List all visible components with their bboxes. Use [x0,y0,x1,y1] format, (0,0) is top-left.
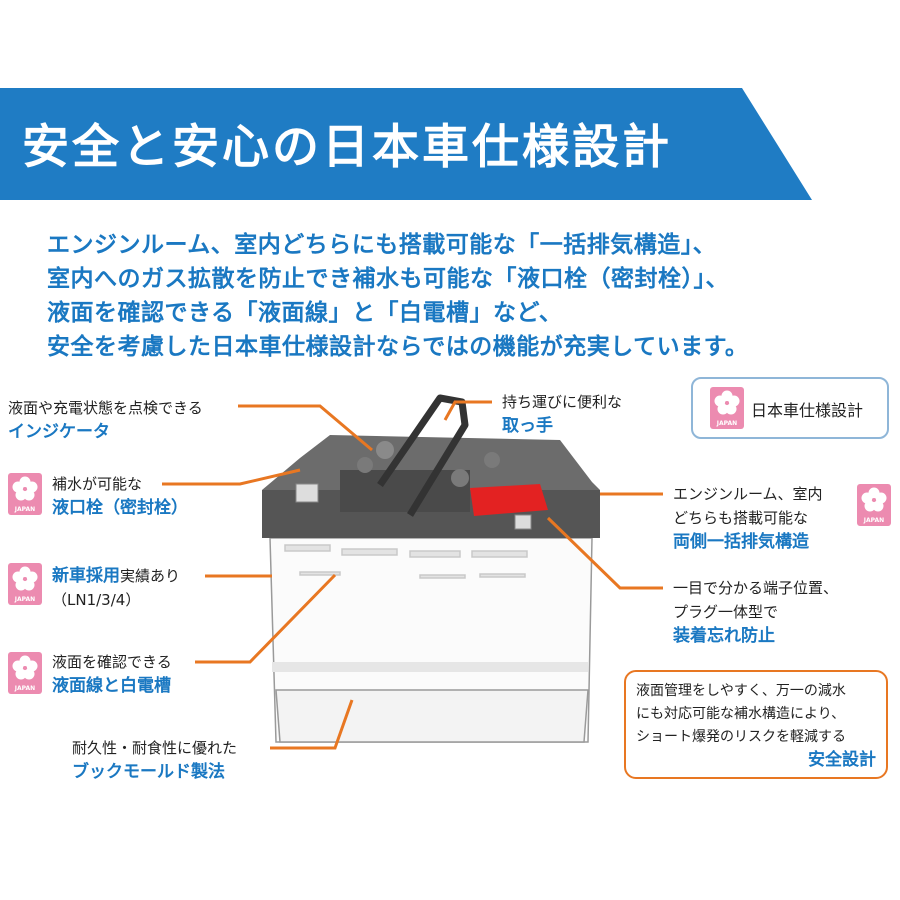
sakura-icon [12,566,38,591]
sakura-icon [12,655,38,680]
callout-sub: （LN1/3/4） [52,591,141,609]
callout-text: 液面や充電状態を点検できる [8,399,203,417]
badge-label: JAPAN [14,506,36,513]
callout-terminal: 一目で分かる端子位置、 プラグ一体型で 装着忘れ防止 [673,576,838,648]
badge-label: JAPAN [716,420,738,427]
callout-text: 液面を確認できる [52,653,172,671]
callout-text: 補水が可能な [52,475,143,493]
callout-handle: 持ち運びに便利な 取っ手 [502,390,622,438]
callout-text: エンジンルーム、室内 [673,485,823,503]
intro-line: エンジンルーム、室内どちらにも搭載可能な「一括排気構造」、 [47,232,717,258]
intro-line: 室内へのガス拡散を防止でき補水も可能な「液口栓（密封栓）」、 [47,266,729,292]
banner-shape [0,88,812,200]
battery-body [269,537,593,743]
japan-badge: JAPAN [710,387,744,429]
terminal-cover [470,484,548,516]
callout-highlight: 液面線と白電槽 [52,676,171,696]
page-title: 安全と安心の日本車仕様設計 [22,120,672,175]
callout-text: 一目で分かる端子位置、 [673,579,839,597]
intro-line: 液面を確認できる「液面線」と「白電槽」など、 [47,300,563,326]
japan-badge: JAPAN [8,473,42,515]
callout-adoption: 新車採用実績あり （LN1/3/4） [52,564,180,612]
sakura-icon [861,487,887,512]
badge-label: JAPAN [14,596,36,603]
safety-line: にも対応可能な補水構造により、 [636,706,846,722]
sakura-icon [12,476,38,501]
safety-line: ショート爆発のリスクを軽減する [636,729,846,745]
callout-highlight: ブックモールド製法 [72,762,225,782]
callout-highlight: 両側一括排気構造 [673,532,809,552]
safety-line: 液面管理をしやすく、万一の減水 [636,683,846,699]
callout-highlight: 取っ手 [502,416,553,436]
intro-line: 安全を考慮した日本車仕様設計ならではの機能が充実しています。 [47,334,749,360]
safety-highlight: 安全設計 [808,750,876,770]
callout-indicator: 液面や充電状態を点検できる インジケータ [8,396,203,444]
callout-highlight: インジケータ [8,422,110,442]
callout-highlight: 装着忘れ防止 [673,626,775,646]
badge-label: JAPAN [14,685,36,692]
callout-text: 耐久性・耐食性に優れた [72,739,238,757]
spec-box: JAPAN 日本車仕様設計 [691,377,889,439]
safety-box: 液面管理をしやすく、万一の減水 にも対応可能な補水構造により、 ショート爆発のリ… [624,670,888,779]
badge-label: JAPAN [863,517,885,524]
japan-badge: JAPAN [8,563,42,605]
callout-highlight: 液口栓（密封栓） [52,498,188,518]
callout-text: 実績あり [120,567,181,585]
callout-text: 持ち運びに便利な [502,393,623,411]
intro-text: エンジンルーム、室内どちらにも搭載可能な「一括排気構造」、 室内へのガス拡散を防… [47,228,748,364]
callout-text: どちらも搭載可能な [673,509,809,527]
leader-lines [162,400,663,750]
callout-level: 液面を確認できる 液面線と白電槽 [52,650,172,698]
japan-badge: JAPAN [8,652,42,694]
title-banner: 安全と安心の日本車仕様設計 [0,88,900,200]
japan-badge: JAPAN [857,484,891,526]
callout-exhaust: エンジンルーム、室内 どちらも搭載可能な 両側一括排気構造 [673,482,823,554]
sakura-icon [714,390,740,415]
callout-plug: 補水が可能な 液口栓（密封栓） [52,472,188,520]
callout-text: プラグ一体型で [673,603,779,621]
callout-mold: 耐久性・耐食性に優れた ブックモールド製法 [72,736,237,784]
callout-highlight: 新車採用 [52,566,120,586]
spec-box-label: 日本車仕様設計 [751,401,864,420]
